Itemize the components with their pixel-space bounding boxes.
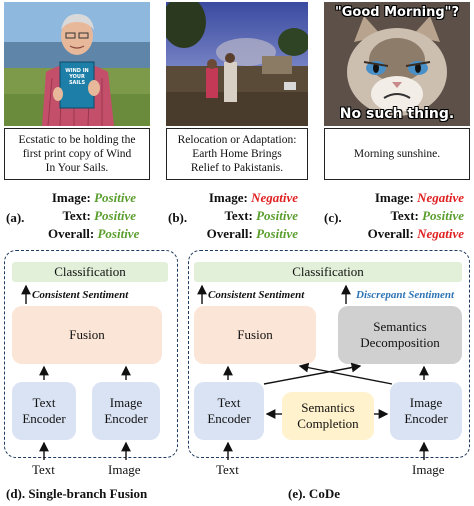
overall-sentiment-b: Positive [256, 226, 298, 241]
panel-d-image-input: Image [108, 462, 141, 477]
panel-e-title: (e). CoDe [288, 486, 340, 501]
marker-b: (b). [168, 210, 188, 225]
panel-d-text-input: Text [32, 462, 55, 477]
panel-e-semantics-completion: Semantics Completion [282, 392, 374, 440]
panel-e-discrepant-sentiment: Discrepant Sentiment [356, 289, 455, 301]
example-a-photo: WIND IN YOUR SAILS [4, 2, 150, 126]
text-sentiment-c: Positive [422, 208, 464, 223]
panel-d-frame [4, 250, 178, 458]
panel-e-text-input: Text [216, 462, 239, 477]
image-label-a: Image: Positive [51, 190, 136, 205]
image-label-c: Image: Negative [374, 190, 464, 205]
example-c-caption: Morning sunshine. [324, 128, 470, 180]
marker-c: (c). [324, 210, 342, 225]
panel-d-text-encoder: Text Encoder [12, 382, 76, 440]
example-b-caption: Relocation or Adaptation: Earth Home Bri… [166, 128, 308, 180]
text-label-a: Text: Positive [62, 208, 136, 223]
text-label-c: Text: Positive [390, 208, 464, 223]
overall-sentiment-a: Positive [97, 226, 140, 241]
panel-e-fusion: Fusion [194, 306, 316, 364]
panel-e-text-encoder: Text Encoder [194, 382, 264, 440]
example-c-photo: "Good Morning"? No such thing. [324, 2, 470, 126]
overall-label-a: Overall: Positive [48, 226, 140, 241]
overall-label-b: Overall: Positive [206, 226, 298, 241]
arrow-e-textenc-to-decomp [263, 362, 362, 385]
image-sentiment-a: Positive [94, 190, 136, 205]
marker-a: (a). [6, 210, 25, 225]
panel-d-consistent-sentiment: Consistent Sentiment [32, 289, 129, 301]
book-cover-text: WIND IN YOUR SAILS [65, 68, 89, 86]
text-sentiment-a: Positive [94, 208, 136, 223]
panel-d-title: (d). Single-branch Fusion [6, 486, 148, 501]
image-sentiment-c: Negative [417, 190, 464, 205]
panel-e-frame [188, 250, 470, 458]
meme-top-text: "Good Morning"? [334, 5, 459, 20]
panel-d-fusion: Fusion [12, 306, 162, 364]
panel-d-classification: Classification [12, 262, 168, 282]
panel-e-image-encoder: Image Encoder [390, 382, 462, 440]
text-sentiment-b: Positive [256, 208, 298, 223]
panel-e-classification: Classification [194, 262, 462, 282]
image-label-b: Image: Negative [208, 190, 298, 205]
panel-e-semantics-decomposition: Semantics Decomposition [338, 306, 462, 364]
panel-e-consistent-sentiment: Consistent Sentiment [208, 289, 305, 301]
panel-d-image-encoder: Image Encoder [92, 382, 160, 440]
example-a-caption: Ecstatic to be holding the first print c… [4, 128, 150, 180]
overall-label-c: Overall: Negative [367, 226, 464, 241]
image-sentiment-b: Negative [251, 190, 298, 205]
meme-bottom-text: No such thing. [339, 106, 455, 122]
panel-e-image-input: Image [412, 462, 445, 477]
overall-sentiment-c: Negative [417, 226, 464, 241]
arrow-e-imgenc-to-fusion [298, 362, 393, 385]
text-label-b: Text: Positive [224, 208, 298, 223]
example-b-photo [166, 2, 308, 126]
